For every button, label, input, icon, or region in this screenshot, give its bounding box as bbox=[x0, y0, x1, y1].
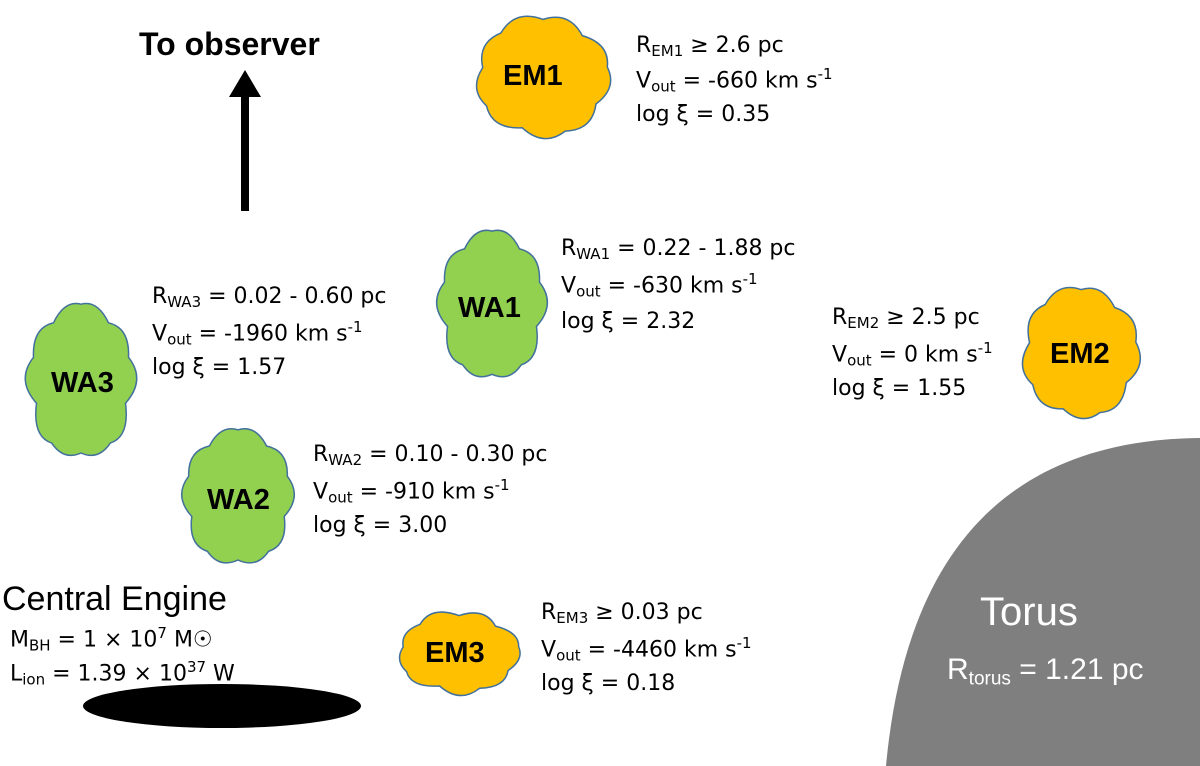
cloud-name-wa3: WA3 bbox=[51, 367, 114, 399]
arrow-shaft bbox=[241, 96, 249, 211]
v-subscript: out bbox=[847, 351, 872, 370]
v-symbol: V bbox=[152, 321, 168, 347]
radius-wa2: RWA2 = 0.10 - 0.30 pc bbox=[313, 444, 548, 468]
lion-unit: W bbox=[206, 661, 235, 687]
lion-value: = 1.39 × 10 bbox=[45, 661, 187, 687]
r-subscript: WA3 bbox=[167, 293, 202, 312]
lion-symbol: L bbox=[10, 661, 23, 687]
v-subscript: out bbox=[556, 646, 581, 665]
v-exponent: -1 bbox=[347, 318, 363, 336]
black-hole-mass: MBH = 1 × 107 M☉ bbox=[10, 626, 213, 653]
r-subscript: WA1 bbox=[576, 245, 611, 264]
mbh-exponent: 7 bbox=[157, 624, 167, 642]
r-value: = 0.10 - 0.30 pc bbox=[362, 442, 548, 467]
v-symbol: V bbox=[313, 479, 329, 505]
arrow-head bbox=[229, 70, 261, 97]
r-subscript: WA2 bbox=[328, 451, 363, 470]
cloud-em2 bbox=[1021, 286, 1142, 420]
v-exponent: -1 bbox=[817, 65, 833, 83]
cloud-name-em1: EM1 bbox=[503, 60, 563, 92]
r-symbol: R bbox=[832, 305, 848, 330]
v-subscript: out bbox=[328, 488, 353, 507]
torus-shape bbox=[886, 438, 1200, 766]
central-engine-title: Central Engine bbox=[2, 580, 227, 618]
lion-exponent: 37 bbox=[186, 658, 207, 676]
cloud-wa1 bbox=[435, 229, 549, 378]
torus-r-value: = 1.21 pc bbox=[1010, 653, 1144, 686]
v-exponent: -1 bbox=[736, 634, 752, 652]
v-exponent: -1 bbox=[742, 270, 758, 288]
radius-em1: REM1 ≥ 2.6 pc bbox=[636, 35, 784, 59]
v-symbol: V bbox=[541, 637, 557, 663]
ionizing-luminosity: Lion = 1.39 × 1037 W bbox=[10, 660, 235, 687]
r-value: = 0.22 - 1.88 pc bbox=[610, 236, 796, 261]
ionization-em1: log ξ = 0.35 bbox=[636, 102, 771, 127]
v-value: = -910 km s bbox=[352, 479, 495, 505]
cloud-wa2 bbox=[181, 428, 295, 564]
v-exponent: -1 bbox=[977, 339, 993, 357]
r-value: = 0.02 - 0.60 pc bbox=[201, 284, 387, 309]
v-subscript: out bbox=[651, 77, 676, 96]
r-symbol: R bbox=[561, 236, 577, 261]
mbh-subscript: BH bbox=[28, 636, 51, 655]
cloud-em3 bbox=[398, 611, 521, 697]
r-symbol: R bbox=[541, 600, 557, 625]
torus-r-symbol: R bbox=[947, 653, 969, 686]
v-exponent: -1 bbox=[494, 476, 510, 494]
velocity-wa3: Vout = -1960 km s-1 bbox=[152, 320, 363, 347]
cloud-name-wa2: WA2 bbox=[207, 484, 270, 516]
cloud-name-em3: EM3 bbox=[425, 637, 485, 669]
black-hole-disk bbox=[83, 684, 361, 728]
cloud-name-wa1: WA1 bbox=[458, 292, 521, 324]
radius-wa1: RWA1 = 0.22 - 1.88 pc bbox=[561, 238, 796, 262]
r-symbol: R bbox=[636, 33, 652, 58]
ionization-em2: log ξ = 1.55 bbox=[832, 376, 967, 401]
v-symbol: V bbox=[561, 273, 577, 299]
cloud-name-em2: EM2 bbox=[1050, 338, 1110, 370]
ionization-wa2: log ξ = 3.00 bbox=[313, 513, 448, 538]
ionization-wa1: log ξ = 2.32 bbox=[561, 309, 696, 334]
torus-r-subscript: torus bbox=[968, 668, 1011, 690]
r-symbol: R bbox=[152, 284, 168, 309]
v-value: = 0 km s bbox=[871, 342, 978, 368]
r-symbol: R bbox=[313, 442, 329, 467]
radius-em3: REM3 ≥ 0.03 pc bbox=[541, 602, 703, 626]
v-value: = -4460 km s bbox=[580, 637, 737, 663]
v-symbol: V bbox=[832, 342, 848, 368]
mbh-unit: M☉ bbox=[166, 627, 213, 653]
v-subscript: out bbox=[167, 330, 192, 349]
velocity-wa1: Vout = -630 km s-1 bbox=[561, 272, 758, 299]
velocity-em2: Vout = 0 km s-1 bbox=[832, 341, 993, 368]
velocity-wa2: Vout = -910 km s-1 bbox=[313, 478, 510, 505]
v-value: = -1960 km s bbox=[191, 321, 348, 347]
v-value: = -630 km s bbox=[600, 273, 743, 299]
v-value: = -660 km s bbox=[675, 68, 818, 94]
v-subscript: out bbox=[576, 282, 601, 301]
mbh-symbol: M bbox=[10, 627, 29, 653]
velocity-em3: Vout = -4460 km s-1 bbox=[541, 636, 752, 663]
observer-label: To observer bbox=[139, 26, 320, 62]
r-subscript: EM3 bbox=[556, 609, 589, 628]
r-value: ≥ 2.5 pc bbox=[879, 305, 980, 330]
torus-radius: Rtorus = 1.21 pc bbox=[947, 655, 1144, 689]
r-value: ≥ 2.6 pc bbox=[683, 33, 784, 58]
observer-arrow bbox=[229, 70, 261, 211]
r-value: ≥ 0.03 pc bbox=[588, 600, 703, 625]
ionization-em3: log ξ = 0.18 bbox=[541, 671, 676, 696]
cloud-em1 bbox=[475, 15, 612, 140]
v-symbol: V bbox=[636, 68, 652, 94]
ionization-wa3: log ξ = 1.57 bbox=[152, 355, 287, 380]
lion-subscript: ion bbox=[22, 670, 46, 689]
torus-title: Torus bbox=[980, 590, 1078, 634]
radius-em2: REM2 ≥ 2.5 pc bbox=[832, 307, 980, 331]
mbh-value: = 1 × 10 bbox=[50, 627, 158, 653]
r-subscript: EM1 bbox=[651, 42, 684, 61]
radius-wa3: RWA3 = 0.02 - 0.60 pc bbox=[152, 286, 387, 310]
velocity-em1: Vout = -660 km s-1 bbox=[636, 67, 833, 94]
r-subscript: EM2 bbox=[847, 314, 880, 333]
cloud-wa3 bbox=[24, 302, 138, 457]
